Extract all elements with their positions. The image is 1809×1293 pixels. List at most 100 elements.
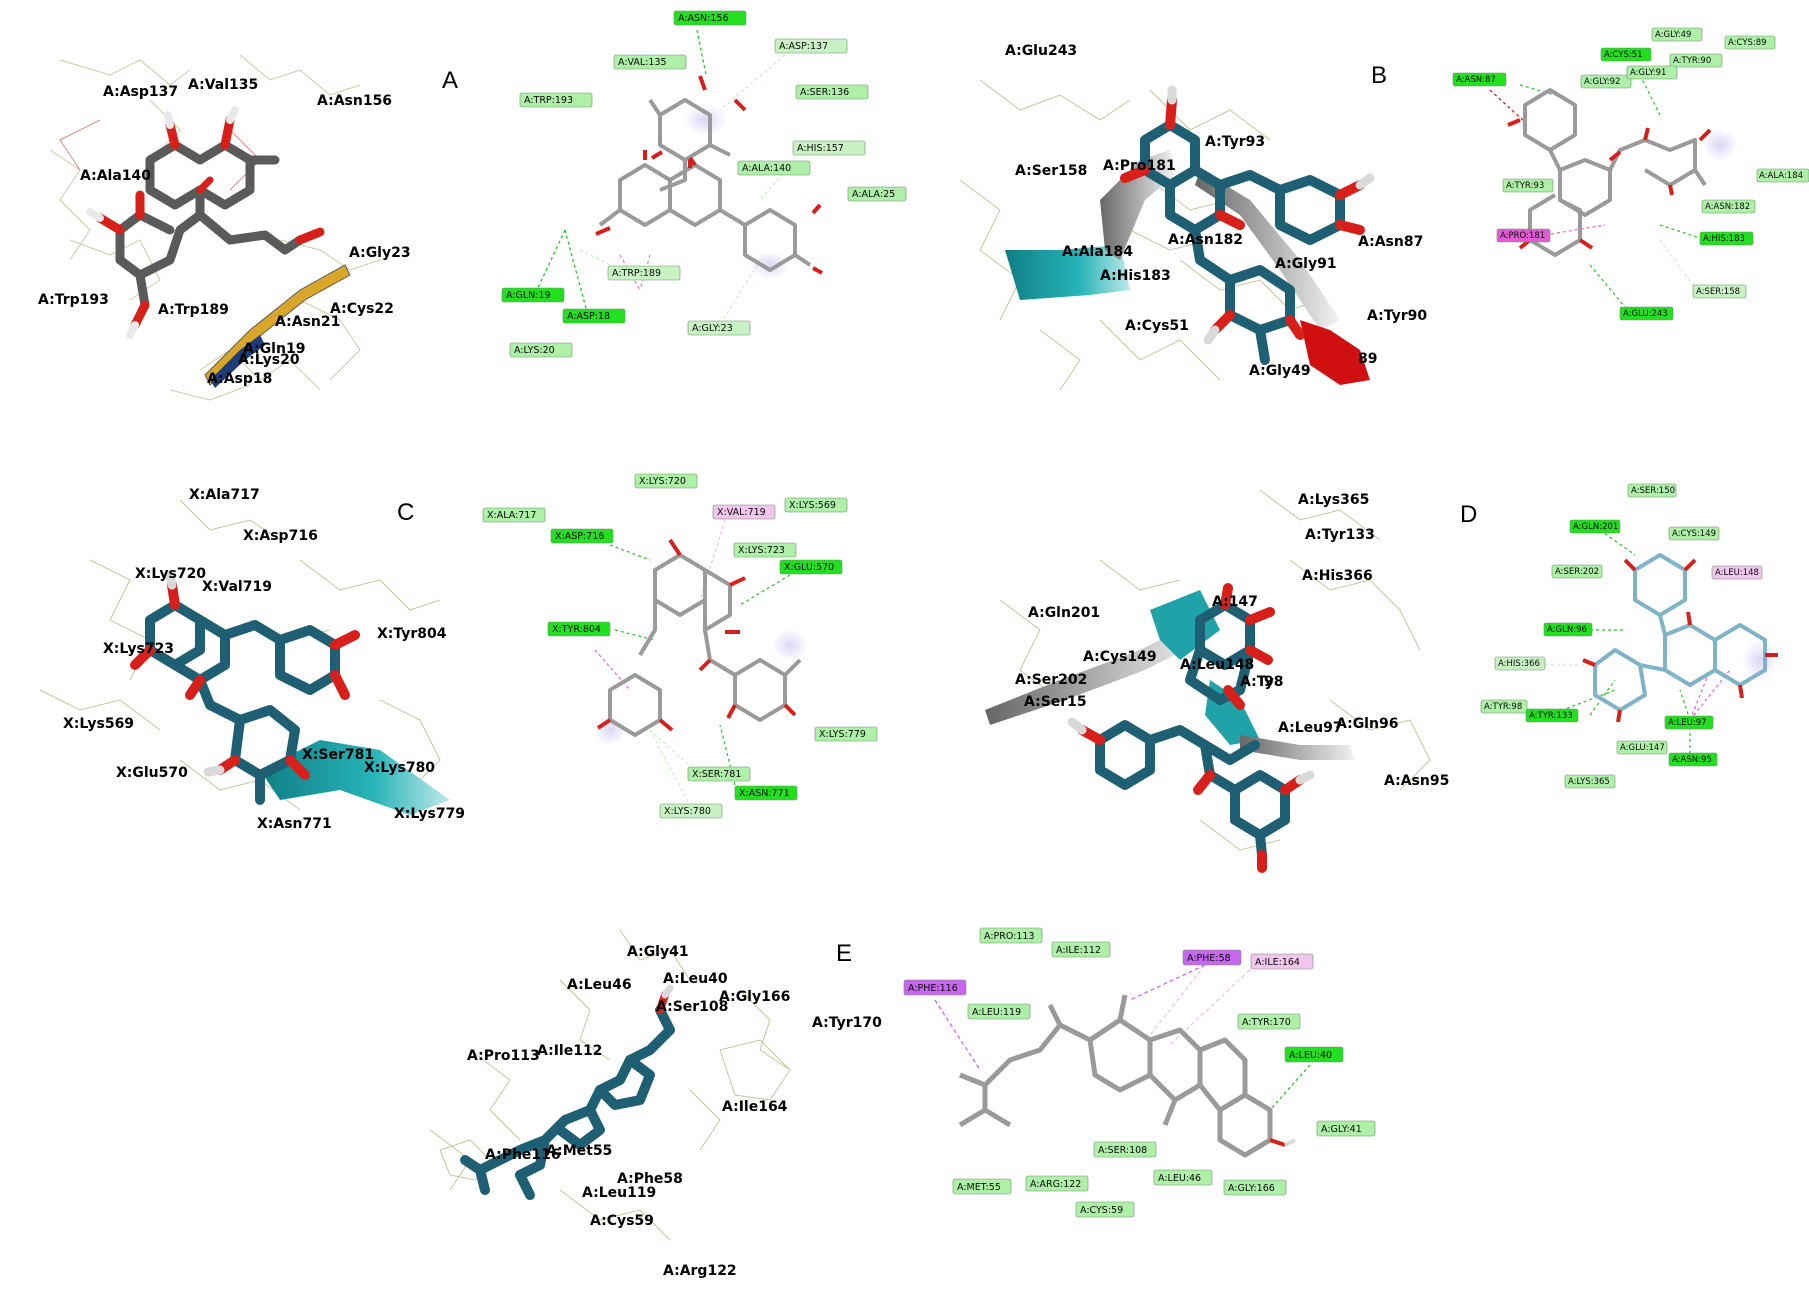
interaction-tag	[1569, 519, 1621, 534]
interaction-tag-label: A:HIS:183	[1703, 234, 1745, 244]
interaction-tag	[1701, 199, 1756, 214]
interaction-tag	[519, 92, 593, 108]
interaction-tag	[607, 265, 681, 281]
res3d-label: X:Val719	[202, 579, 272, 595]
res3d-label: A:Tyr90	[1367, 308, 1427, 324]
interaction-tag-label: A:ASN:87	[1456, 75, 1496, 85]
panel-b-residue-labels: A:Glu243 A:Ser158 A:Pro181 A:Tyr93 A:Ala…	[1005, 43, 1427, 379]
interaction-tag	[734, 785, 798, 801]
interaction-tag	[779, 559, 843, 575]
interaction-tag	[1756, 168, 1809, 183]
res3d-label: A:Gly23	[349, 245, 411, 261]
interaction-tag-label: A:SER:136	[800, 87, 849, 98]
interaction-tag-label: A:ILE:112	[1056, 945, 1101, 956]
panel-d-residue-labels: A:Lys365 A:Tyr133 A:His366 A:Gln201 A:14…	[1015, 492, 1449, 789]
res3d-label: A:Leu148	[1180, 657, 1254, 673]
interaction-tag	[1250, 953, 1314, 970]
panel-a-2d: A:ASN:156 A:VAL:135 A:ASP:137 A:TRP:193 …	[501, 10, 907, 358]
interaction-tag-label: A:HIS:366	[1498, 659, 1540, 669]
res3d-label: A:Asn95	[1384, 773, 1449, 789]
interaction-tag-label: X:LYS:569	[789, 500, 836, 511]
interaction-tag-label: A:ASN:156	[678, 13, 729, 24]
interaction-tag	[1551, 564, 1603, 579]
interaction-tag-label: A:ASP:18	[567, 311, 610, 322]
interaction-tag	[1600, 47, 1652, 62]
interaction-tag	[550, 528, 614, 544]
panel-a-ribbon-inner	[210, 335, 265, 388]
interaction-tag	[1051, 941, 1111, 958]
interaction-tag-label: A:ILE:164	[1255, 957, 1300, 968]
interaction-tag	[847, 186, 907, 202]
res3d-label: A:Gln201	[1028, 605, 1100, 621]
interaction-tag-label: A:ALA:25	[852, 189, 895, 200]
res3d-label: X:Ser781	[302, 747, 374, 763]
interaction-tag	[1668, 752, 1718, 767]
panel-e-2d-tags: A:PRO:113 A:ILE:112 A:PHE:58 A:ILE:164 A…	[903, 927, 1376, 1218]
interaction-tag-label: A:GLN:201	[1573, 522, 1618, 532]
res3d-label: A:Asp18	[207, 371, 272, 387]
interaction-tag	[1237, 1013, 1301, 1030]
res3d-label: A:147	[1212, 594, 1258, 610]
interaction-tag-label: A:ASP:137	[779, 41, 828, 52]
panel-c-ribbon	[260, 740, 450, 815]
res3d-label: A:Asn87	[1358, 234, 1423, 250]
interaction-tag-label: A:TYR:93	[1506, 181, 1544, 191]
res3d-label: A:Arg122	[663, 1263, 737, 1279]
res3d-label: A:Ser15	[1024, 694, 1087, 710]
panel-e-residue-labels: A:Gly41 A:Leu40 A:Leu46 A:Gly166 A:Ser10…	[467, 944, 882, 1279]
interaction-tag-label: A:GLY:91	[1630, 68, 1666, 78]
panel-letter: C	[397, 499, 414, 526]
res3d-label: A:Tyr93	[1205, 134, 1265, 150]
res3d-label: A:Gln96	[1336, 716, 1398, 732]
panel-b-2d: A:GLY:49 A:CYS:89 A:CYS:51 A:TYR:90 A:AS…	[1452, 27, 1809, 321]
interaction-tag-label: A:CYS:149	[1672, 529, 1716, 539]
interaction-tag	[1692, 284, 1747, 299]
interaction-tag-label: A:GLY:41	[1321, 1124, 1362, 1135]
res3d-label: A:Trp193	[38, 292, 109, 308]
interaction-tag-label: X:GLU:570	[784, 562, 834, 573]
interaction-tag-label: A:ALA:184	[1759, 171, 1803, 181]
interaction-tag-label: A:TRP:189	[612, 268, 661, 279]
res3d-label: 98	[1264, 674, 1283, 690]
panel-e-ligand	[460, 1005, 675, 1200]
interaction-tag	[1724, 35, 1776, 50]
res3d-label: A:Cys51	[1125, 318, 1189, 334]
interaction-tag	[687, 320, 751, 336]
res3d-label: A:His366	[1302, 568, 1373, 584]
res3d-label: A:Ala140	[80, 168, 151, 184]
interaction-tag	[1580, 74, 1632, 89]
res3d-label: X:Ala717	[189, 487, 260, 503]
panel-b-ribbon-teal	[1005, 245, 1130, 300]
interaction-tag-label: A:PRO:113	[984, 931, 1035, 942]
interaction-tag-label: A:MET:55	[957, 1182, 1001, 1193]
interaction-tag	[1494, 656, 1546, 671]
interaction-tag-label: X:TYR:804	[552, 624, 601, 635]
interaction-tag-label: A:ARG:122	[1030, 1179, 1081, 1190]
res3d-label: A:Asp137	[103, 84, 178, 100]
interaction-tag	[1223, 1179, 1287, 1196]
res3d-label: A:Tyr133	[1305, 527, 1375, 543]
res3d-label: A:Ala184	[1062, 244, 1133, 260]
interaction-tag-label: A:TYR:98	[1484, 702, 1522, 712]
interaction-tag	[795, 84, 869, 100]
res3d-label: A:Lys20	[238, 352, 300, 368]
res3d-label: A:Gly49	[1249, 363, 1311, 379]
interaction-tag-label: A:SER:202	[1555, 567, 1599, 577]
res3d-label: A:Pro113	[467, 1048, 540, 1064]
panel-a-residue-labels: A:Asp137 A:Val135 A:Asn156 A:Ala140 A:Gl…	[38, 77, 411, 387]
interaction-tag	[501, 287, 565, 303]
panel-letter: B	[1371, 62, 1387, 89]
interaction-tag	[1093, 1141, 1157, 1158]
interaction-tag	[1284, 1046, 1344, 1063]
interaction-tag	[1627, 483, 1677, 498]
interaction-tag	[1480, 699, 1528, 714]
interaction-tag	[613, 54, 687, 70]
interaction-tag-label: A:GLY:49	[1655, 30, 1691, 40]
interaction-tag-label: A:PRO:181	[1500, 231, 1545, 241]
panel-letter: A	[442, 67, 458, 94]
interaction-tag	[547, 621, 611, 637]
res3d-label: A:Asn182	[1168, 232, 1243, 248]
interaction-tag	[1316, 1120, 1376, 1137]
interaction-tag	[1153, 1169, 1213, 1186]
res3d-label: A:Trp189	[158, 302, 229, 318]
